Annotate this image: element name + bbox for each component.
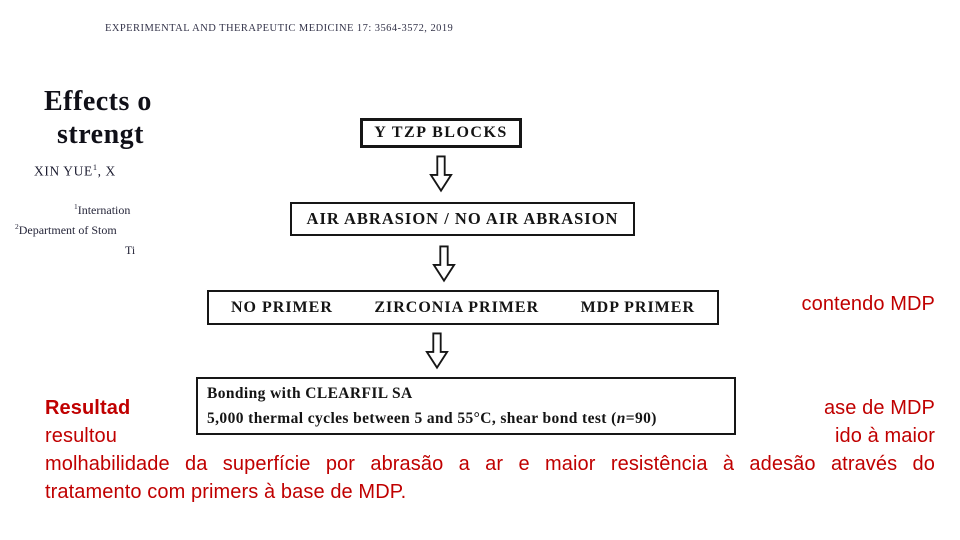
flowchart-box-bonding-test: Bonding with CLEARFIL SA 5,000 thermal c… <box>196 377 736 435</box>
flowchart-figure: Y TZP BLOCKS AIR ABRASION / NO AIR ABRAS… <box>190 75 746 447</box>
paper-title-line2: strengt <box>57 119 144 150</box>
results-line-3: molhabilidade da superfície por abrasão … <box>45 453 935 475</box>
note-fragment-contendo-mdp: contendo MDP <box>801 293 935 315</box>
authors-tail: , X <box>97 163 116 179</box>
affiliation-line-3: Ti <box>125 243 136 257</box>
down-arrow-icon <box>425 332 449 370</box>
paper-title-line1: Effects o <box>44 86 152 117</box>
results-line1-right-fragment: ase de MDP <box>823 397 935 419</box>
results-label-fragment: Resultad <box>45 397 131 419</box>
paper-authors: XIN YUE1, X <box>34 163 116 180</box>
journal-header: EXPERIMENTAL AND THERAPEUTIC MEDICINE 17… <box>105 23 454 34</box>
primer-option-no-primer: NO PRIMER <box>231 298 333 316</box>
affiliation-line-2: 2Department of Stom <box>15 222 117 238</box>
flowchart-box-primers: NO PRIMER ZIRCONIA PRIMER MDP PRIMER <box>207 290 719 325</box>
down-arrow-icon <box>429 155 453 193</box>
primer-option-mdp-primer: MDP PRIMER <box>580 298 695 316</box>
results-line2-left-fragment: resultou <box>45 425 117 447</box>
thermal-cycles-text: 5,000 thermal cycles between 5 and 55°C,… <box>207 410 617 427</box>
results-line2-right-fragment: ido à maior <box>834 425 935 447</box>
affiliation-text-2: Department of Stom <box>18 223 117 237</box>
thermal-cycles-line: 5,000 thermal cycles between 5 and 55°C,… <box>207 406 657 431</box>
affiliation-text-1: Internation <box>77 203 131 217</box>
results-line-1: Resultad ase de MDP <box>45 397 935 420</box>
sample-size-value: =90) <box>625 410 657 427</box>
primer-option-zirconia-primer: ZIRCONIA PRIMER <box>374 298 540 316</box>
author-affiliation-mark: 1 <box>92 163 98 172</box>
results-line-2: resultou ido à maior <box>45 425 935 448</box>
results-line-4: tratamento com primers à base de MDP. <box>45 481 407 503</box>
author-name: XIN YUE <box>34 163 93 179</box>
bonding-line: Bonding with CLEARFIL SA <box>207 385 413 402</box>
flowchart-box-ytzp-blocks: Y TZP BLOCKS <box>360 118 522 148</box>
down-arrow-icon <box>432 245 456 283</box>
sample-size-n: n <box>616 410 626 427</box>
affiliation-line-1: 1Internation <box>74 202 130 218</box>
affiliation-mark-2: 2 <box>15 222 19 231</box>
flowchart-box-air-abrasion: AIR ABRASION / NO AIR ABRASION <box>290 202 635 236</box>
affiliation-mark-1: 1 <box>74 202 78 211</box>
